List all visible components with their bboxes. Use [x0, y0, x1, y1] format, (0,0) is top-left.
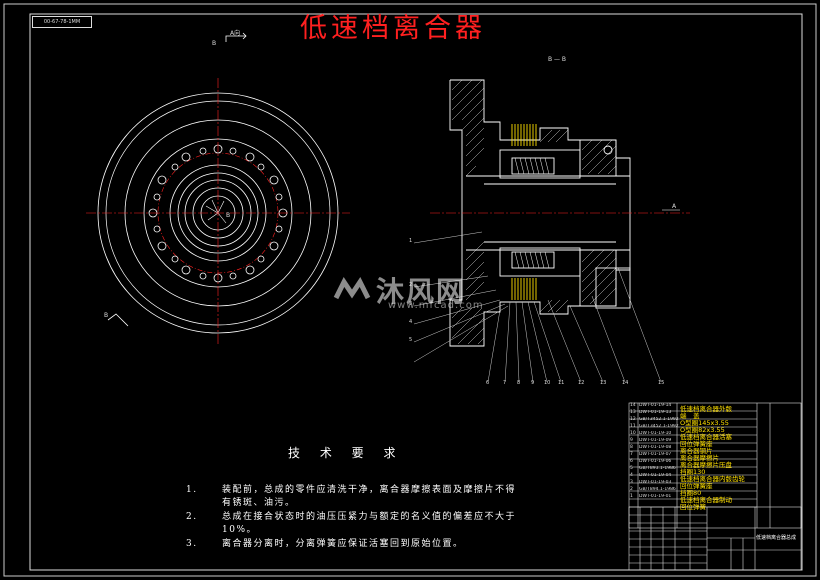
requirement-text: 有锈斑、油污。: [222, 498, 296, 508]
watermark-url: www.mfcad.com: [388, 300, 484, 311]
leader-number: 7: [503, 380, 507, 386]
leader-number: 4: [409, 319, 413, 325]
label-b-center: B: [226, 212, 231, 219]
requirement-text: 总成在接合状态时的油压压紧力与额定的名义值的偏差应不大于: [222, 512, 517, 522]
leader-number: 15: [658, 380, 665, 386]
requirement-item: 1. 装配前，总成的零件应清洗干净，离合器摩擦表面及摩擦片不得: [186, 482, 516, 495]
friction-pack: [511, 124, 537, 300]
leader-number: 6: [486, 380, 490, 386]
leader-number: 5: [409, 337, 413, 343]
leader-number: 9: [531, 380, 535, 386]
drawing-title: 低速档离合器: [300, 13, 486, 44]
label-b-top: B: [212, 40, 217, 47]
watermark-logo-icon: [333, 277, 371, 300]
leader-number: 14: [622, 380, 629, 386]
label-b-bottom: B: [104, 312, 109, 319]
requirement-item: 2. 总成在接合状态时的油压压紧力与额定的名义值的偏差应不大于: [186, 509, 516, 522]
leader-number: 3: [409, 301, 413, 307]
watermark-text: 沐风网: [376, 275, 467, 308]
leader-number: 8: [517, 380, 521, 386]
requirements-heading: 技 术 要 求: [288, 446, 404, 460]
requirement-item: 3. 离合器分离时，分离弹簧应保证活塞回到原始位置。: [186, 536, 464, 549]
leader-number: 11: [558, 380, 565, 386]
section-label: B — B: [548, 56, 567, 63]
requirement-text: 离合器分离时，分离弹簧应保证活塞回到原始位置。: [222, 539, 464, 549]
view-arrow-a: [225, 35, 246, 42]
drawing-code: 00-67-78-1MM: [32, 16, 92, 28]
label-a-right: A: [672, 203, 677, 210]
requirement-number: 1.: [186, 485, 198, 495]
section-arrow-bottom: [107, 313, 129, 327]
leader-number: 12: [578, 380, 585, 386]
requirement-text: 装配前，总成的零件应清洗干净，离合器摩擦表面及摩擦片不得: [222, 485, 517, 495]
inner-frame: [29, 13, 803, 571]
requirement-number: 3.: [186, 539, 198, 549]
leader-number: 2: [409, 282, 413, 288]
leader-number: 10: [544, 380, 551, 386]
requirement-text: 10%。: [222, 525, 258, 535]
title-block-name: 低速档离合器总成: [756, 535, 797, 541]
leader-lines: [413, 231, 662, 383]
requirement-number: 2.: [186, 512, 198, 522]
view-label-a: A向: [230, 30, 241, 37]
leader-number: 1: [409, 238, 413, 244]
bom-grid: [628, 402, 802, 571]
leader-number: 13: [600, 380, 607, 386]
outer-frame: [3, 3, 817, 577]
